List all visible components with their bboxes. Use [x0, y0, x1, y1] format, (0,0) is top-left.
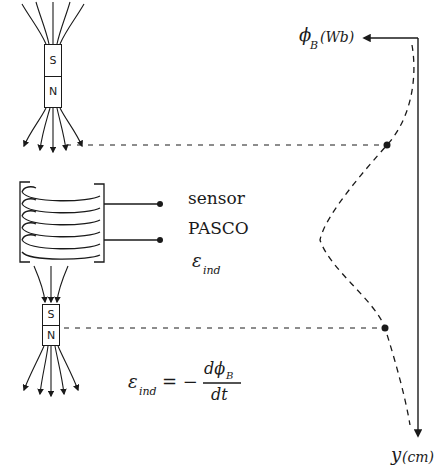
axes [364, 38, 418, 436]
label-text: (cm) [402, 450, 434, 464]
label-text: ϕ [299, 26, 311, 44]
fraction-bar [203, 382, 241, 383]
coil-bracket [94, 184, 104, 262]
field-line [24, 108, 46, 146]
curve-dot [384, 142, 391, 149]
label-text: B [226, 371, 233, 381]
label-text: ind [139, 386, 157, 397]
pole-letter: N [43, 325, 59, 346]
pole-letter: S [43, 305, 59, 325]
field-line [57, 108, 66, 150]
wire [104, 239, 160, 240]
pole-letter: N [45, 76, 61, 108]
magnet-box: SN [42, 304, 60, 346]
guide-lines [64, 145, 382, 328]
field-line [57, 266, 68, 302]
coil-bracket [20, 182, 30, 262]
terminal-dot [157, 201, 163, 207]
field-line [58, 346, 78, 390]
dashed-guide [66, 145, 382, 146]
curve-dot [382, 325, 389, 332]
coil-turn [22, 235, 100, 249]
flux-axis [364, 37, 418, 38]
label-text: ind [203, 265, 221, 276]
field-line [22, 4, 46, 44]
field-line [34, 266, 45, 302]
magnet-box: SN [44, 44, 62, 108]
dashed-guide [64, 328, 380, 329]
label-text: (Wb) [320, 30, 354, 44]
field-line [40, 108, 50, 150]
label-text: ε [192, 252, 202, 270]
field-line [55, 346, 64, 394]
label-text: B [310, 40, 318, 51]
field-line [52, 108, 53, 152]
flux-curve [320, 45, 414, 425]
field-line [36, 2, 49, 44]
coil [20, 182, 160, 262]
y-axis [417, 38, 418, 436]
wire [104, 203, 160, 204]
field-line [50, 346, 51, 396]
label-text: y [391, 446, 401, 464]
coil-turn [22, 252, 100, 259]
field-line [60, 4, 84, 44]
label-text: PASCO [188, 220, 249, 237]
field-line [50, 266, 51, 302]
field-line [60, 108, 82, 146]
terminal-dot [157, 237, 163, 243]
field-line [40, 346, 48, 394]
label-text: = − [162, 373, 198, 391]
label-text: sensor [188, 190, 245, 207]
pole-letter: S [45, 45, 61, 76]
label-text: dϕ [204, 361, 225, 377]
label-text: dt [211, 387, 228, 403]
field-line [52, 2, 53, 44]
label-text: ε [128, 373, 138, 391]
